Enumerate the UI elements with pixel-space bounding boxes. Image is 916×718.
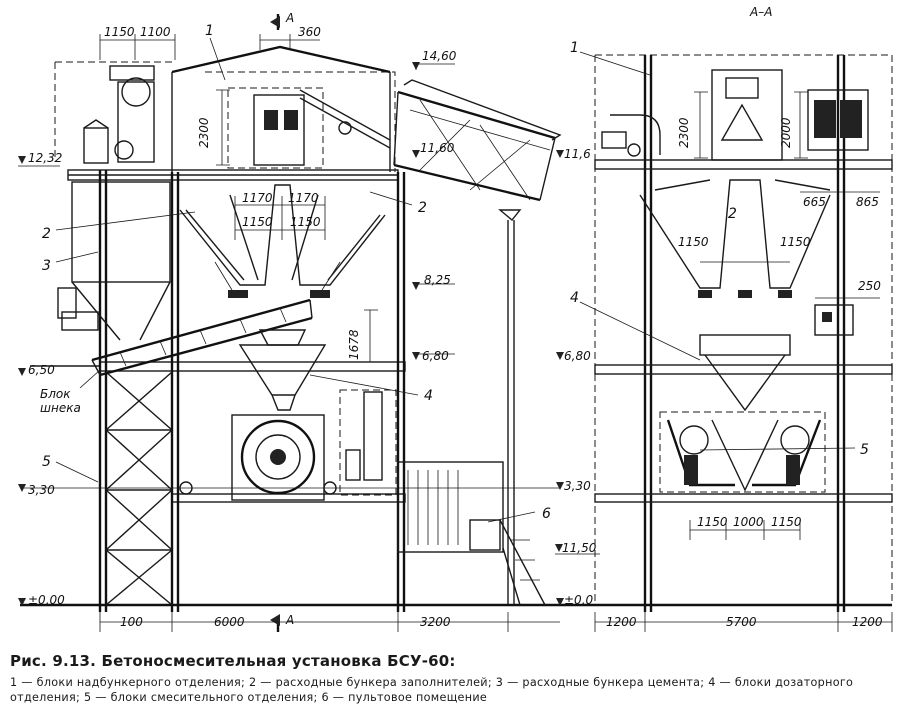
- section-mark-a-bottom: А: [285, 613, 294, 627]
- dim-r-250: 250: [858, 279, 881, 293]
- callout-r-2: 2: [728, 206, 737, 222]
- caption-title: Рис. 9.13. Бетоносмесительная установка …: [10, 652, 456, 670]
- level-0-00: ±0,00: [28, 593, 65, 607]
- dim-r-mixer-2: 1000: [733, 515, 764, 529]
- dim-top-3: 360: [298, 25, 321, 39]
- callout-3: 3: [42, 258, 51, 274]
- dim-r-665: 665: [803, 195, 826, 209]
- dim-hopper-b2: 1150: [290, 215, 321, 229]
- callout-r-1: 1: [570, 40, 579, 56]
- level-r-6-80: 6,80: [564, 349, 591, 363]
- level-r-3-30: 3,30: [564, 479, 591, 493]
- dim-r-hopper-2: 1150: [780, 235, 811, 249]
- caption-legend: 1 — блоки надбункерного отделения; 2 — р…: [10, 676, 854, 704]
- level-12-32: 12,32: [28, 151, 62, 165]
- dim-r-height-2300: 2300: [677, 117, 691, 148]
- level-r-0-0: ±0,0: [564, 593, 594, 607]
- technical-drawing: А А 1150 1100 360 1170 1170 1150 1150 23…: [18, 5, 893, 632]
- section-a-a: А–А 2300: [556, 5, 893, 632]
- dim-hopper-a2: 1170: [288, 191, 319, 205]
- level-6-50: 6,50: [28, 363, 55, 377]
- callout-2-a: 2: [42, 226, 51, 242]
- dim-r-865: 865: [856, 195, 879, 209]
- callout-4: 4: [424, 388, 433, 404]
- side-elevation: А А 1150 1100 360 1170 1170 1150 1150 23…: [18, 11, 600, 632]
- dim-height-2300: 2300: [197, 117, 211, 148]
- figure-caption: Рис. 9.13. Бетоносмесительная установка …: [10, 652, 910, 705]
- level-11-50: 11,50: [562, 541, 597, 555]
- dim-r-bottom-3: 1200: [852, 615, 883, 629]
- dim-height-1678: 1678: [347, 329, 361, 360]
- dim-top-2: 1100: [140, 25, 171, 39]
- dim-r-bottom-1: 1200: [606, 615, 637, 629]
- callout-r-5: 5: [860, 442, 869, 458]
- callout-5: 5: [42, 454, 51, 470]
- dim-bottom-2: 6000: [214, 615, 245, 629]
- dim-hopper-a1: 1170: [242, 191, 273, 205]
- level-11-60: 11,60: [420, 141, 455, 155]
- level-3-30: 3,30: [28, 483, 55, 497]
- callout-r-4: 4: [570, 290, 579, 306]
- callout-1: 1: [205, 23, 214, 39]
- dim-r-bottom-2: 5700: [726, 615, 757, 629]
- screw-block-label-1: Блок: [40, 387, 71, 401]
- callout-2-b: 2: [418, 200, 427, 216]
- dim-r-mixer-1: 1150: [697, 515, 728, 529]
- dim-top-1: 1150: [104, 25, 135, 39]
- level-6-80: 6,80: [422, 349, 449, 363]
- dim-r-height-2000: 2000: [779, 117, 793, 148]
- level-8-25: 8,25: [424, 273, 451, 287]
- dim-bottom-1: 100: [120, 615, 143, 629]
- dim-r-mixer-3: 1150: [771, 515, 802, 529]
- section-mark-a: А: [285, 11, 294, 25]
- screw-block-label-2: шнека: [40, 401, 81, 415]
- level-14-60: 14,60: [422, 49, 457, 63]
- section-title: А–А: [749, 5, 772, 19]
- level-r-11-6: 11,6: [564, 147, 591, 161]
- callout-6: 6: [542, 506, 551, 522]
- dim-bottom-3: 3200: [420, 615, 451, 629]
- dim-hopper-b1: 1150: [242, 215, 273, 229]
- dim-r-hopper-1: 1150: [678, 235, 709, 249]
